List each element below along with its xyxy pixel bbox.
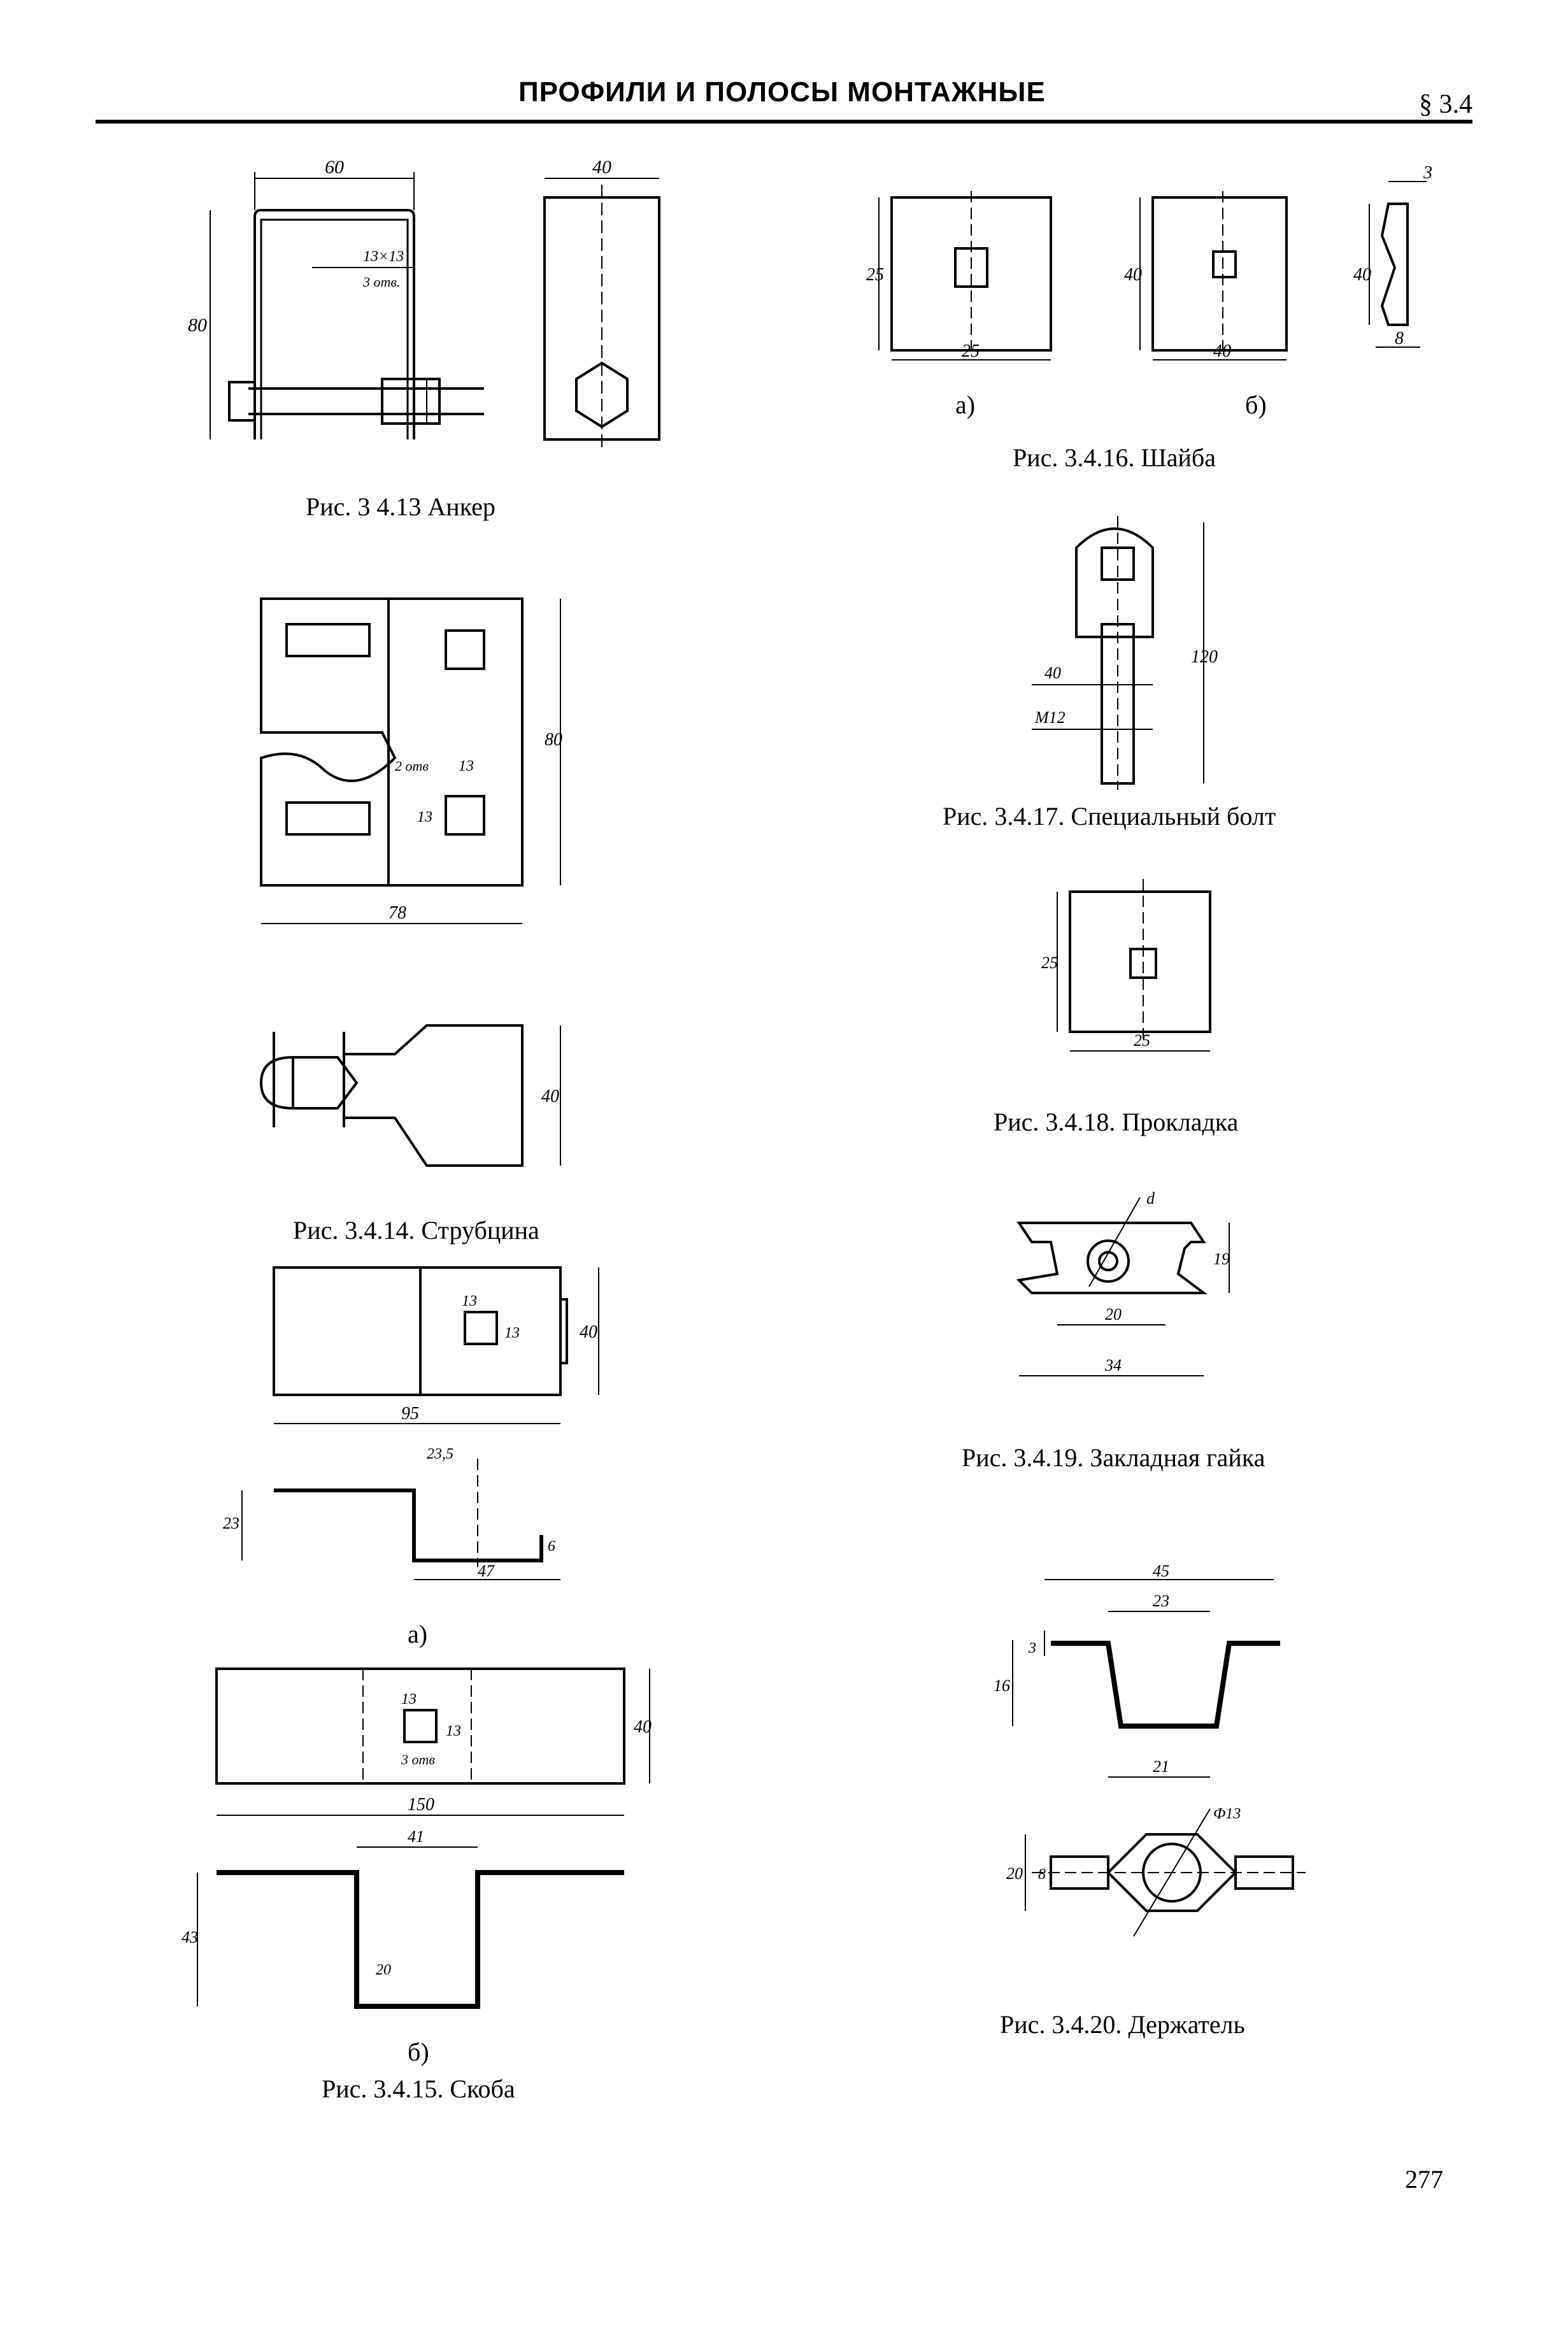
dim-strubtsina-holes: 2 отв — [395, 758, 429, 774]
dim-shaiba-a-w: 25 — [962, 341, 980, 361]
dim-bolt-40: 40 — [1044, 664, 1061, 682]
dim-derzhatel-16: 16 — [994, 1676, 1010, 1695]
figure-strubtsina-drawing: 2 отв 13 13 80 78 40 — [259, 597, 562, 1167]
dim-strubtsina-78: 78 — [388, 903, 406, 923]
dim-strubtsina-40: 40 — [541, 1087, 559, 1106]
dim-gaika-34: 34 — [1104, 1356, 1122, 1374]
header-rule — [96, 120, 1472, 124]
dim-skoba-a-95: 95 — [401, 1404, 419, 1424]
dim-bolt-120: 120 — [1191, 647, 1218, 667]
dim-skoba-b-40: 40 — [634, 1717, 652, 1737]
dim-bolt-m12: М12 — [1034, 708, 1066, 727]
dim-skoba-a-6: 6 — [548, 1538, 555, 1555]
dim-skoba-b-holes: 3 отв — [401, 1752, 435, 1767]
caption-skoba: Рис. 3.4.15. Скоба — [322, 2074, 515, 2103]
caption-shaiba: Рис. 3.4.16. Шайба — [1013, 443, 1216, 472]
dim-skoba-b-150: 150 — [408, 1795, 434, 1815]
figure-bolt-drawing: 120 40 М12 — [1032, 516, 1218, 790]
dim-skoba-a-40: 40 — [580, 1322, 597, 1342]
section-number: § 3.4 — [1419, 90, 1472, 119]
dim-skoba-b-43: 43 — [182, 1928, 198, 1946]
caption-anker: Рис. 3 4.13 Анкер — [306, 492, 495, 521]
figure-shaiba-drawing: 25 25 40 40 40 3 8 — [866, 163, 1432, 361]
dim-derzhatel-20: 20 — [1006, 1864, 1023, 1883]
figure-prokladka-drawing: 25 25 — [1041, 879, 1211, 1052]
dim-gaika-19: 19 — [1213, 1250, 1230, 1268]
dim-strubtsina-80: 80 — [545, 730, 562, 750]
dim-skoba-b-20: 20 — [376, 1962, 391, 1978]
dim-prokladka-w: 25 — [1134, 1031, 1150, 1050]
dim-skoba-b-13b: 13 — [446, 1723, 461, 1739]
figure-anker-drawing: 60 40 80 13×13 3 отв. — [188, 157, 660, 452]
dim-anker-40: 40 — [592, 157, 611, 178]
dim-skoba-a-23: 23 — [223, 1514, 239, 1532]
label-skoba-a: а) — [408, 1620, 428, 1648]
figure-skoba-drawing: 13 13 40 95 23,5 23 47 6 13 13 3 отв 40 … — [182, 1266, 652, 2009]
dim-anker-hole: 13×13 — [363, 248, 404, 265]
dim-skoba-a-47: 47 — [478, 1562, 495, 1580]
dim-skoba-a-235: 23,5 — [427, 1446, 453, 1462]
page-header-title: ПРОФИЛИ И ПОЛОСЫ МОНТАЖНЫЕ — [518, 76, 1046, 108]
caption-derzhatel: Рис. 3.4.20. Держатель — [1000, 2010, 1245, 2039]
dim-gaika-20: 20 — [1105, 1305, 1122, 1324]
page-number: 277 — [1405, 2165, 1443, 2194]
dim-shaiba-c-h: 40 — [1353, 265, 1371, 285]
dim-strubtsina-13a: 13 — [459, 758, 474, 775]
caption-bolt: Рис. 3.4.17. Специальный болт — [943, 802, 1276, 831]
caption-gaika: Рис. 3.4.19. Закладная гайка — [962, 1443, 1265, 1472]
figure-gaika-drawing: d 19 20 34 — [1016, 1189, 1230, 1376]
dim-anker-60: 60 — [325, 157, 344, 178]
dim-prokladka-h: 25 — [1041, 953, 1058, 972]
dim-shaiba-c-w: 8 — [1395, 329, 1404, 348]
label-shaiba-a: а) — [955, 390, 976, 419]
dim-strubtsina-13b: 13 — [417, 809, 432, 825]
label-skoba-b: б) — [408, 2038, 429, 2066]
dim-shaiba-c-t: 3 — [1423, 163, 1432, 183]
dim-gaika-d: d — [1146, 1189, 1155, 1208]
dim-shaiba-a-h: 25 — [866, 265, 884, 285]
dim-skoba-b-13a: 13 — [401, 1691, 417, 1708]
caption-prokladka: Рис. 3.4.18. Прокладка — [994, 1108, 1239, 1136]
dim-derzhatel-23: 23 — [1153, 1592, 1169, 1610]
dim-shaiba-b-w: 40 — [1213, 341, 1231, 361]
label-shaiba-b: б) — [1245, 390, 1267, 419]
dim-derzhatel-3: 3 — [1028, 1640, 1036, 1657]
figure-derzhatel-drawing: 45 23 3 16 21 Ф13 20 8 — [994, 1562, 1306, 1937]
caption-strubtsina: Рис. 3.4.14. Струбцина — [293, 1216, 539, 1245]
dim-derzhatel-21: 21 — [1153, 1757, 1169, 1776]
dim-derzhatel-phi13: Ф13 — [1213, 1806, 1241, 1822]
dim-derzhatel-8: 8 — [1038, 1866, 1046, 1883]
dim-skoba-b-41: 41 — [408, 1827, 424, 1846]
dim-anker-holes: 3 отв. — [362, 274, 400, 290]
dim-anker-80: 80 — [188, 315, 207, 336]
dim-shaiba-b-h: 40 — [1124, 265, 1142, 285]
dim-skoba-a-13b: 13 — [504, 1325, 520, 1341]
dim-skoba-a-13a: 13 — [462, 1293, 477, 1310]
dim-derzhatel-45: 45 — [1153, 1562, 1169, 1580]
